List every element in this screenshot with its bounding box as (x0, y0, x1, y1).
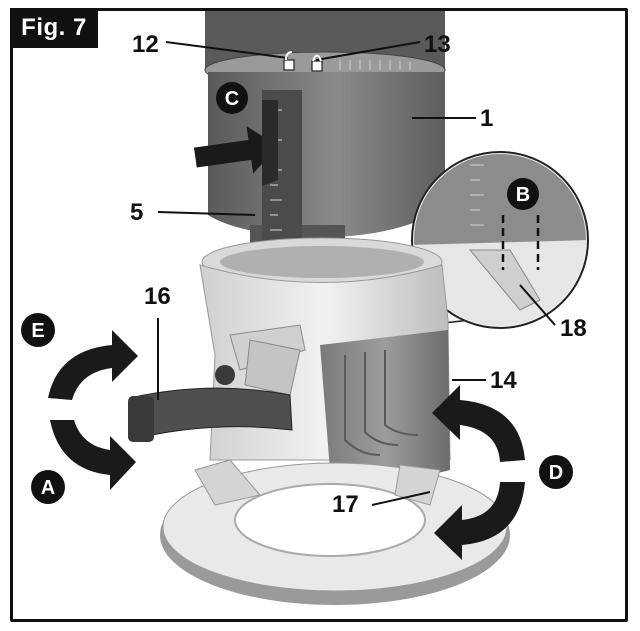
callout-14: 14 (490, 367, 517, 394)
callout-1: 1 (480, 105, 493, 132)
callout-5: 5 (130, 199, 143, 226)
svg-text:B: B (516, 184, 530, 206)
leader-lines (157, 41, 556, 506)
rotation-arrows-left (48, 330, 138, 490)
callout-18: 18 (560, 315, 587, 342)
arrow-c (193, 100, 278, 186)
svg-text:D: D (549, 462, 563, 484)
unlock-icon (283, 51, 295, 71)
clamp-lever (128, 365, 293, 442)
rotation-arrows-right (432, 385, 525, 560)
svg-text:C: C (225, 88, 239, 110)
lock-icon (311, 54, 323, 72)
callout-17: 17 (332, 491, 359, 518)
svg-text:A: A (41, 477, 55, 499)
svg-text:E: E (31, 320, 44, 342)
callout-12: 12 (132, 31, 159, 58)
figure-label: Fig. 7 (10, 8, 98, 48)
step-marker-b: B (507, 178, 539, 210)
step-marker-d: D (539, 455, 573, 489)
callout-13: 13 (424, 31, 451, 58)
base-top-ring (201, 237, 443, 287)
step-marker-c: C (216, 82, 248, 114)
step-marker-e: E (21, 313, 55, 347)
callout-16: 16 (144, 283, 171, 310)
figure-frame (10, 8, 628, 622)
step-marker-a: A (31, 470, 65, 504)
